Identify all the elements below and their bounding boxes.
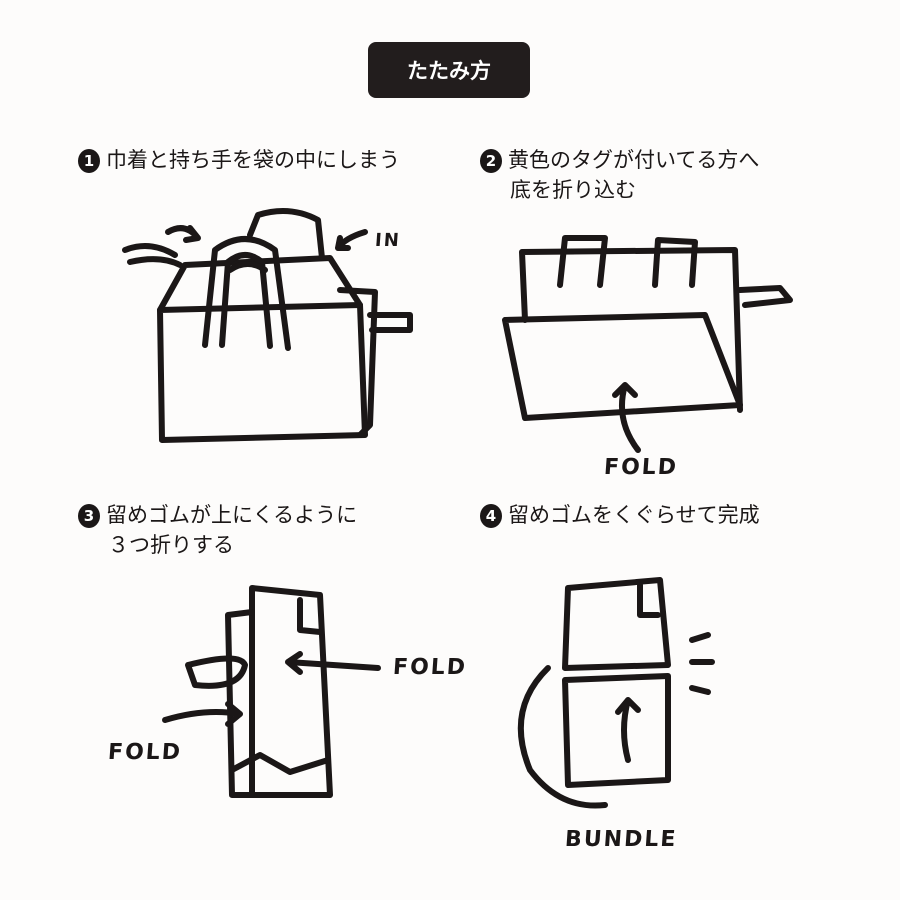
bag-illustration-step1 [122,208,413,443]
step-number-badge: 3 [78,504,100,528]
page-title: たたみ方 [368,42,530,98]
label-bundle: BUNDLE [564,827,679,852]
step-number-badge: 2 [480,149,502,173]
step-text: ３つ折りする [108,533,234,557]
step-text: 底を折り込む [510,178,636,202]
bag-illustration-step2 [502,235,793,453]
step-text: 黄色のタグが付いてる方へ [508,148,760,172]
bag-illustration-step3 [162,585,381,798]
label-in: IN [374,230,402,251]
bag-illustration-step4 [517,577,715,809]
label-fold: FOLD [603,455,679,480]
label-fold: FOLD [392,655,468,680]
step-text: 巾着と持ち手を袋の中にしまう [106,148,400,172]
step-text: 留めゴムが上にくるように [106,503,358,527]
label-fold: FOLD [107,740,183,765]
step-text: 留めゴムをくぐらせて完成 [508,503,760,527]
step-number-badge: 4 [480,504,502,528]
step-number-badge: 1 [78,149,100,173]
